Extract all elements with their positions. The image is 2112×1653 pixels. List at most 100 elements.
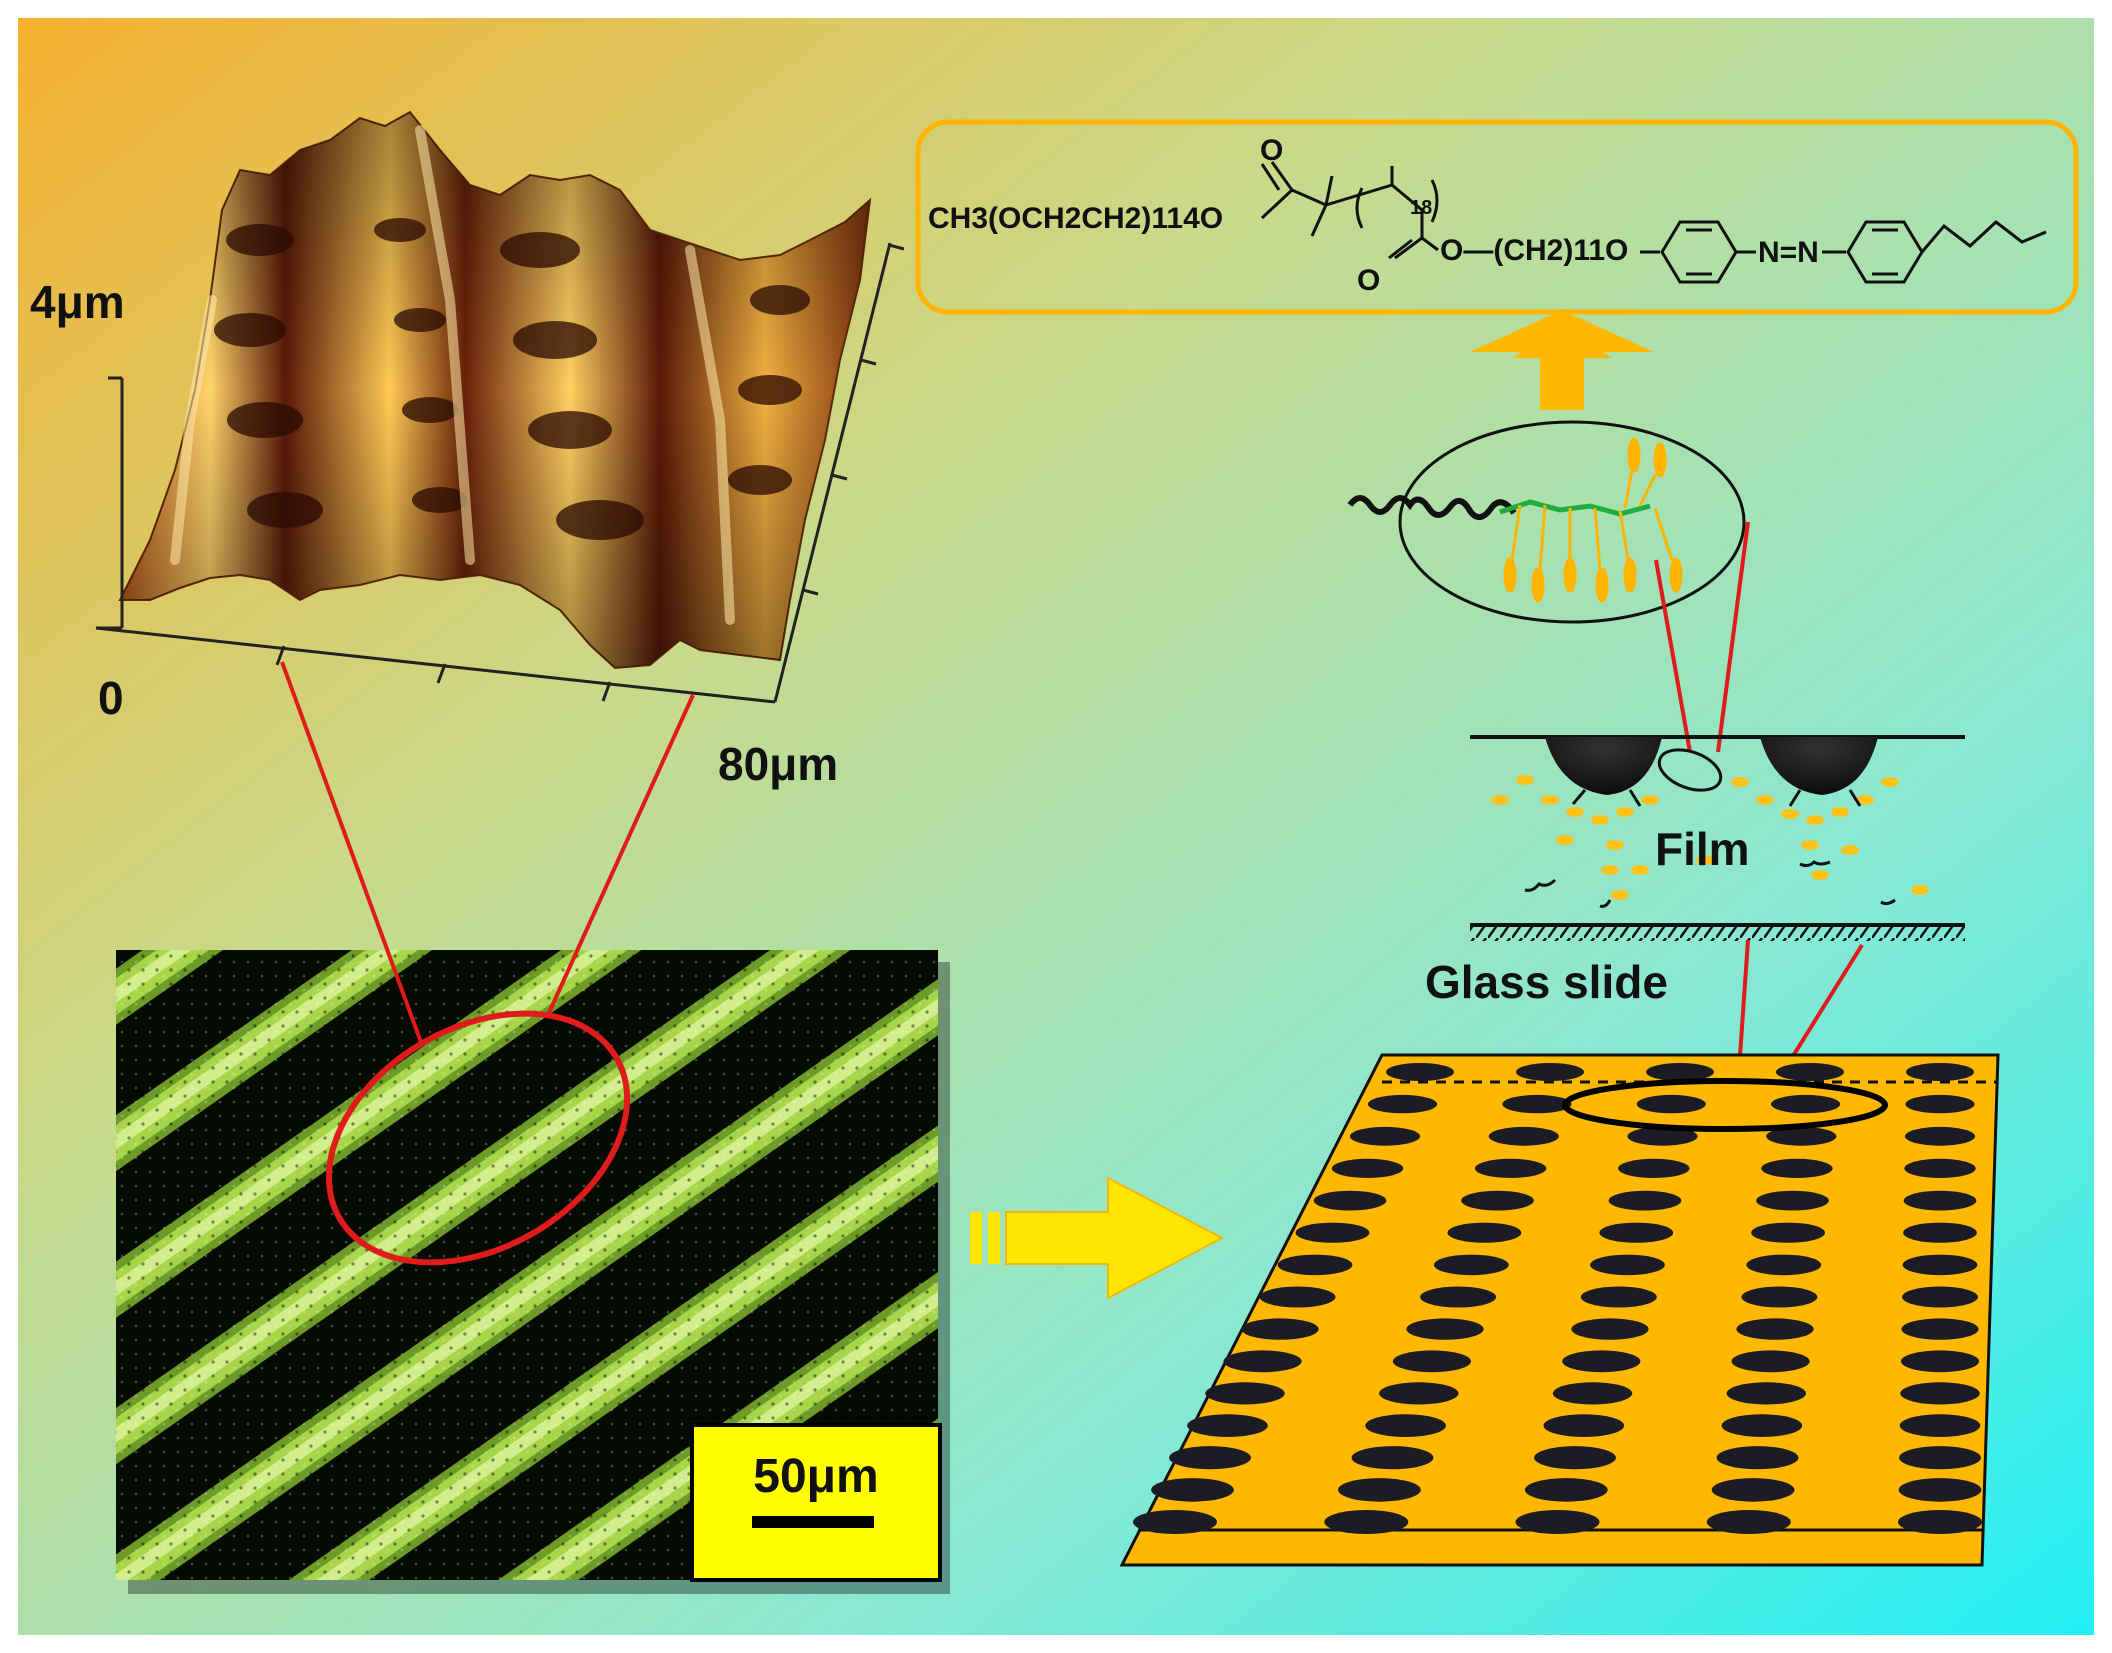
micelle-dot: [1766, 1126, 1837, 1146]
glass-slide-label: Glass slide: [1425, 956, 1668, 1008]
micelle-dot: [1151, 1478, 1234, 1502]
micelle-dot: [1646, 1063, 1714, 1081]
micelle-dot: [1259, 1286, 1336, 1308]
micelle-dot: [1420, 1286, 1497, 1308]
micelle-dot: [1756, 1190, 1829, 1211]
micelle-dot: [1904, 1158, 1976, 1178]
micelle-dot: [1205, 1382, 1285, 1405]
micelle-dot: [1636, 1094, 1706, 1114]
micelle-dot: [1902, 1254, 1978, 1276]
micelle-dome-1: [1545, 737, 1662, 795]
afm-axes: [95, 242, 892, 704]
micelle-dot: [1324, 1510, 1409, 1534]
micelle-dot: [1223, 1350, 1302, 1373]
micelle-dot: [1515, 1510, 1600, 1534]
polymer-chain-bubble: [1347, 420, 1746, 624]
micelle-dot: [1906, 1063, 1974, 1081]
patterned-slide: [1119, 1053, 2000, 1567]
micelle-dot: [1516, 1063, 1584, 1081]
micelle-dot: [1898, 1478, 1982, 1502]
micelle-dot: [1580, 1286, 1657, 1308]
micelle-dot: [1277, 1254, 1353, 1276]
afm-z-label: 4μm: [30, 276, 125, 328]
micelle-dot: [1433, 1254, 1509, 1276]
micelle-dot: [1571, 1318, 1649, 1340]
afm-zoom-callout: [280, 661, 695, 1266]
afm-ticks: [275, 243, 905, 702]
micelle-dot: [1898, 1510, 1982, 1534]
micelle-dot: [1899, 1414, 1981, 1437]
slide-highlight-ellipse: [1562, 1078, 1888, 1132]
micelle-dot: [1900, 1350, 1980, 1373]
micelle-dot: [1351, 1446, 1434, 1470]
micelle-dot: [1386, 1063, 1454, 1081]
micelle-dot: [1731, 1350, 1810, 1373]
micelle-dot: [1241, 1318, 1319, 1340]
molecule-backbone: [1260, 161, 1439, 260]
pmma-backbone: [1499, 499, 1651, 517]
afm-pits: [214, 218, 810, 540]
micelle-dot: [1902, 1286, 1978, 1308]
micelle-dot: [1534, 1446, 1616, 1470]
peg-chain-strands: [1524, 789, 1896, 908]
glass-slide-hatch: [1470, 927, 1965, 941]
micelle-dot: [1349, 1126, 1421, 1146]
film-label: Film: [1655, 823, 1750, 875]
repeat-count: 18: [1410, 197, 1432, 219]
afm-x-label: 80μm: [718, 738, 838, 790]
micrograph-highlight-ellipse: [325, 1010, 631, 1266]
micelle-dot: [1599, 1222, 1674, 1243]
spacer-text: O—(CH2)11O: [1440, 234, 1628, 267]
micelle-dot: [1904, 1126, 1976, 1146]
micelle-dot: [1461, 1190, 1534, 1211]
micelle-dot: [1741, 1286, 1818, 1308]
micelle-dot: [1905, 1094, 1975, 1114]
butyl-chain: [1920, 220, 2047, 253]
micelle-dot: [1761, 1158, 1833, 1178]
molecular-structure: CH3(OCH2CH2)114O O 18 O O—(CH2)11O: [915, 119, 2079, 315]
micelle-dot: [1608, 1190, 1682, 1211]
afm-surface-shading: [120, 112, 870, 668]
micelle-dot: [1187, 1414, 1268, 1437]
micelle-dot: [1901, 1318, 1979, 1340]
micelle-dot: [1133, 1510, 1217, 1534]
micelle-dot: [1721, 1414, 1803, 1437]
micelle-dot: [1746, 1254, 1822, 1276]
micelle-dot: [1331, 1158, 1404, 1178]
micelle-dot-array: [1133, 1063, 1982, 1534]
micelle-dot: [1379, 1382, 1459, 1405]
phenyl-ring-1: [1640, 220, 1756, 284]
micelle-dot: [1903, 1190, 1977, 1211]
micelle-dot: [1716, 1446, 1799, 1470]
micelle-dot: [1627, 1126, 1698, 1146]
process-arrow: [970, 1176, 1225, 1300]
micelle-dot: [1365, 1414, 1446, 1437]
micelle-dot: [1618, 1158, 1690, 1178]
micelle-dot: [1295, 1222, 1370, 1243]
micelle-dot: [1338, 1478, 1421, 1502]
molecule-frame: [915, 119, 2079, 315]
structure-arrowhead: [1470, 310, 1654, 352]
peg-block-text: CH3(OCH2CH2)114O: [928, 202, 1223, 235]
micelle-dot: [1751, 1222, 1825, 1243]
scale-bar: [752, 1516, 874, 1528]
micelle-dot: [1474, 1158, 1547, 1178]
film-cross-section: Film Glass slide: [1425, 735, 1965, 1008]
micelle-highlight: [1657, 748, 1723, 792]
carbonyl-o-top: O: [1260, 134, 1283, 167]
micelle-dome-2: [1760, 737, 1878, 795]
micelle-dot: [1726, 1382, 1807, 1405]
micelle-dot: [1524, 1478, 1608, 1502]
afm-origin-label: 0: [98, 672, 124, 724]
azo-side-chains: [1503, 437, 1683, 603]
micelle-dot: [1169, 1446, 1251, 1470]
micelle-dot: [1392, 1350, 1471, 1373]
micelle-dot: [1447, 1222, 1522, 1243]
micelle-dot: [1313, 1190, 1387, 1211]
scale-bar-label: 50μm: [753, 1450, 878, 1503]
optical-micrograph: 50μm: [116, 950, 950, 1594]
micelle-dot: [1711, 1478, 1795, 1502]
micelle-dot: [1488, 1126, 1559, 1146]
